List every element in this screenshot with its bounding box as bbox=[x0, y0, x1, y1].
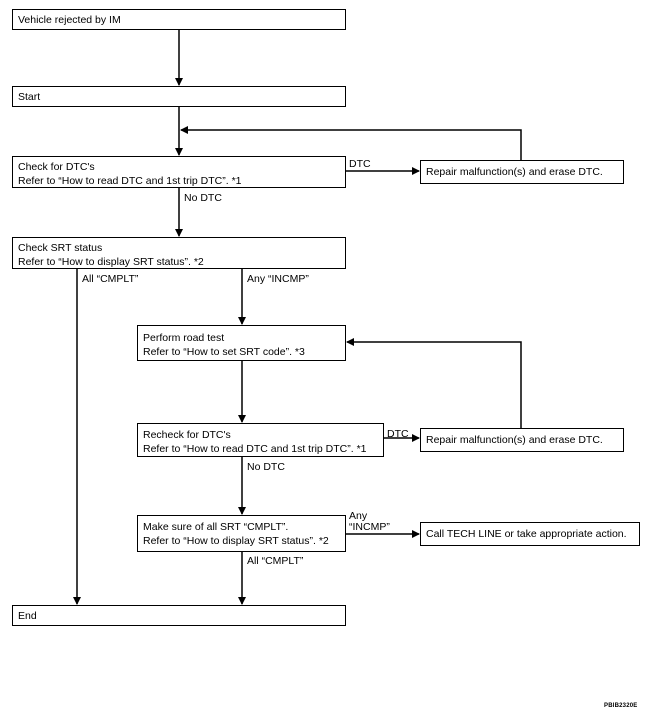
box-text: Recheck for DTC's bbox=[143, 429, 231, 441]
label-all-cmplt-2: All “CMPLT” bbox=[247, 555, 304, 567]
box-text: Refer to “How to read DTC and 1st trip D… bbox=[143, 443, 367, 455]
box-repair-malfunction-2: Repair malfunction(s) and erase DTC. bbox=[420, 428, 624, 452]
box-road-test: Perform road test Refer to “How to set S… bbox=[137, 325, 346, 361]
label-dtc-1: DTC bbox=[349, 158, 371, 170]
box-make-sure-srt: Make sure of all SRT “CMPLT”. Refer to “… bbox=[137, 515, 346, 552]
box-text: Check for DTC's bbox=[18, 161, 95, 173]
box-text: Start bbox=[18, 91, 41, 103]
box-check-dtc: Check for DTC's Refer to “How to read DT… bbox=[12, 156, 346, 188]
label-any-incmp-1: Any “INCMP” bbox=[247, 273, 309, 285]
box-repair-malfunction-1: Repair malfunction(s) and erase DTC. bbox=[420, 160, 624, 184]
label-dtc-2: DTC bbox=[387, 428, 409, 440]
label-any: Any bbox=[349, 510, 368, 522]
arrow-repair1-loop bbox=[180, 126, 522, 160]
label-all-cmplt-1: All “CMPLT” bbox=[82, 273, 139, 285]
label-no-dtc-2: No DTC bbox=[247, 461, 285, 473]
box-text: Check SRT status bbox=[18, 242, 103, 254]
box-text: Repair malfunction(s) and erase DTC. bbox=[426, 434, 603, 446]
box-text: Refer to “How to set SRT code”. *3 bbox=[143, 346, 305, 358]
box-text: Refer to “How to display SRT status”. *2 bbox=[143, 535, 329, 547]
box-text: Perform road test bbox=[143, 332, 225, 344]
box-vehicle-rejected: Vehicle rejected by IM bbox=[12, 9, 346, 30]
box-text: Call TECH LINE or take appropriate actio… bbox=[426, 528, 627, 540]
box-text: Refer to “How to display SRT status”. *2 bbox=[18, 256, 204, 268]
box-start: Start bbox=[12, 86, 346, 107]
box-text: Vehicle rejected by IM bbox=[18, 14, 121, 26]
box-text: Repair malfunction(s) and erase DTC. bbox=[426, 166, 603, 178]
box-text: Refer to “How to read DTC and 1st trip D… bbox=[18, 175, 242, 187]
box-end: End bbox=[12, 605, 346, 626]
arrow-repair2-loop bbox=[346, 338, 522, 428]
box-tech-line: Call TECH LINE or take appropriate actio… bbox=[420, 522, 640, 546]
box-check-srt: Check SRT status Refer to “How to displa… bbox=[12, 237, 346, 269]
label-incmp: “INCMP” bbox=[349, 521, 390, 533]
box-text: End bbox=[18, 610, 37, 622]
label-no-dtc-1: No DTC bbox=[184, 192, 222, 204]
box-text: Make sure of all SRT “CMPLT”. bbox=[143, 521, 289, 533]
figure-code: PBIB2320E bbox=[604, 703, 638, 709]
box-recheck-dtc: Recheck for DTC's Refer to “How to read … bbox=[137, 423, 384, 457]
